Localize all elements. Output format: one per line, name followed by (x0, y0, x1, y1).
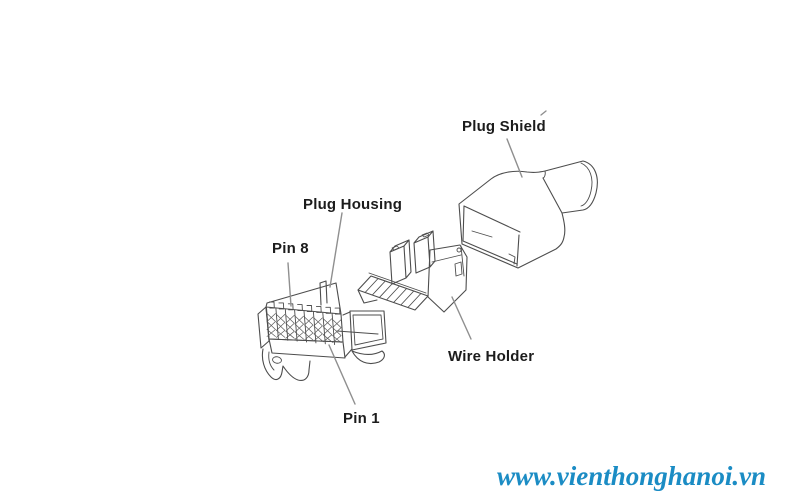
leader-line-pin8 (287, 262, 292, 307)
stray-tick-mark (540, 110, 547, 116)
rj45-plug-drawing (257, 280, 387, 381)
label-plug-shield: Plug Shield (462, 118, 546, 135)
leader-line-pin1 (328, 344, 356, 405)
leader-line-wire-holder (451, 296, 472, 340)
label-pin-1: Pin 1 (343, 410, 380, 427)
label-wire-holder: Wire Holder (448, 348, 535, 365)
label-plug-housing: Plug Housing (303, 196, 403, 213)
plug-shield-drawing (458, 160, 598, 269)
leader-line-plug-shield (506, 138, 523, 178)
wire-holder-drawing (357, 230, 468, 313)
label-pin-8: Pin 8 (272, 240, 309, 257)
watermark-url-text: www.vienthonghanoi.vn (497, 461, 767, 491)
leader-line-plug-housing (329, 212, 343, 288)
